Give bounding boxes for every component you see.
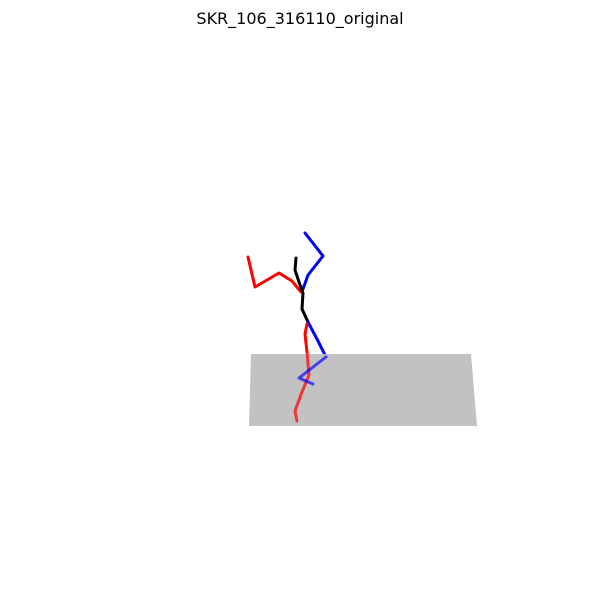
right-arm: [301, 231, 325, 291]
left-lower-leg: [293, 350, 311, 423]
left-upper-leg: [303, 322, 309, 354]
ground-plane: [249, 354, 477, 426]
right-upper-leg: [306, 320, 328, 359]
figure-title: SKR_106_316110_original: [196, 9, 404, 28]
spine: [293, 256, 310, 324]
left-arm: [246, 255, 303, 294]
right-lower-leg: [297, 355, 328, 386]
